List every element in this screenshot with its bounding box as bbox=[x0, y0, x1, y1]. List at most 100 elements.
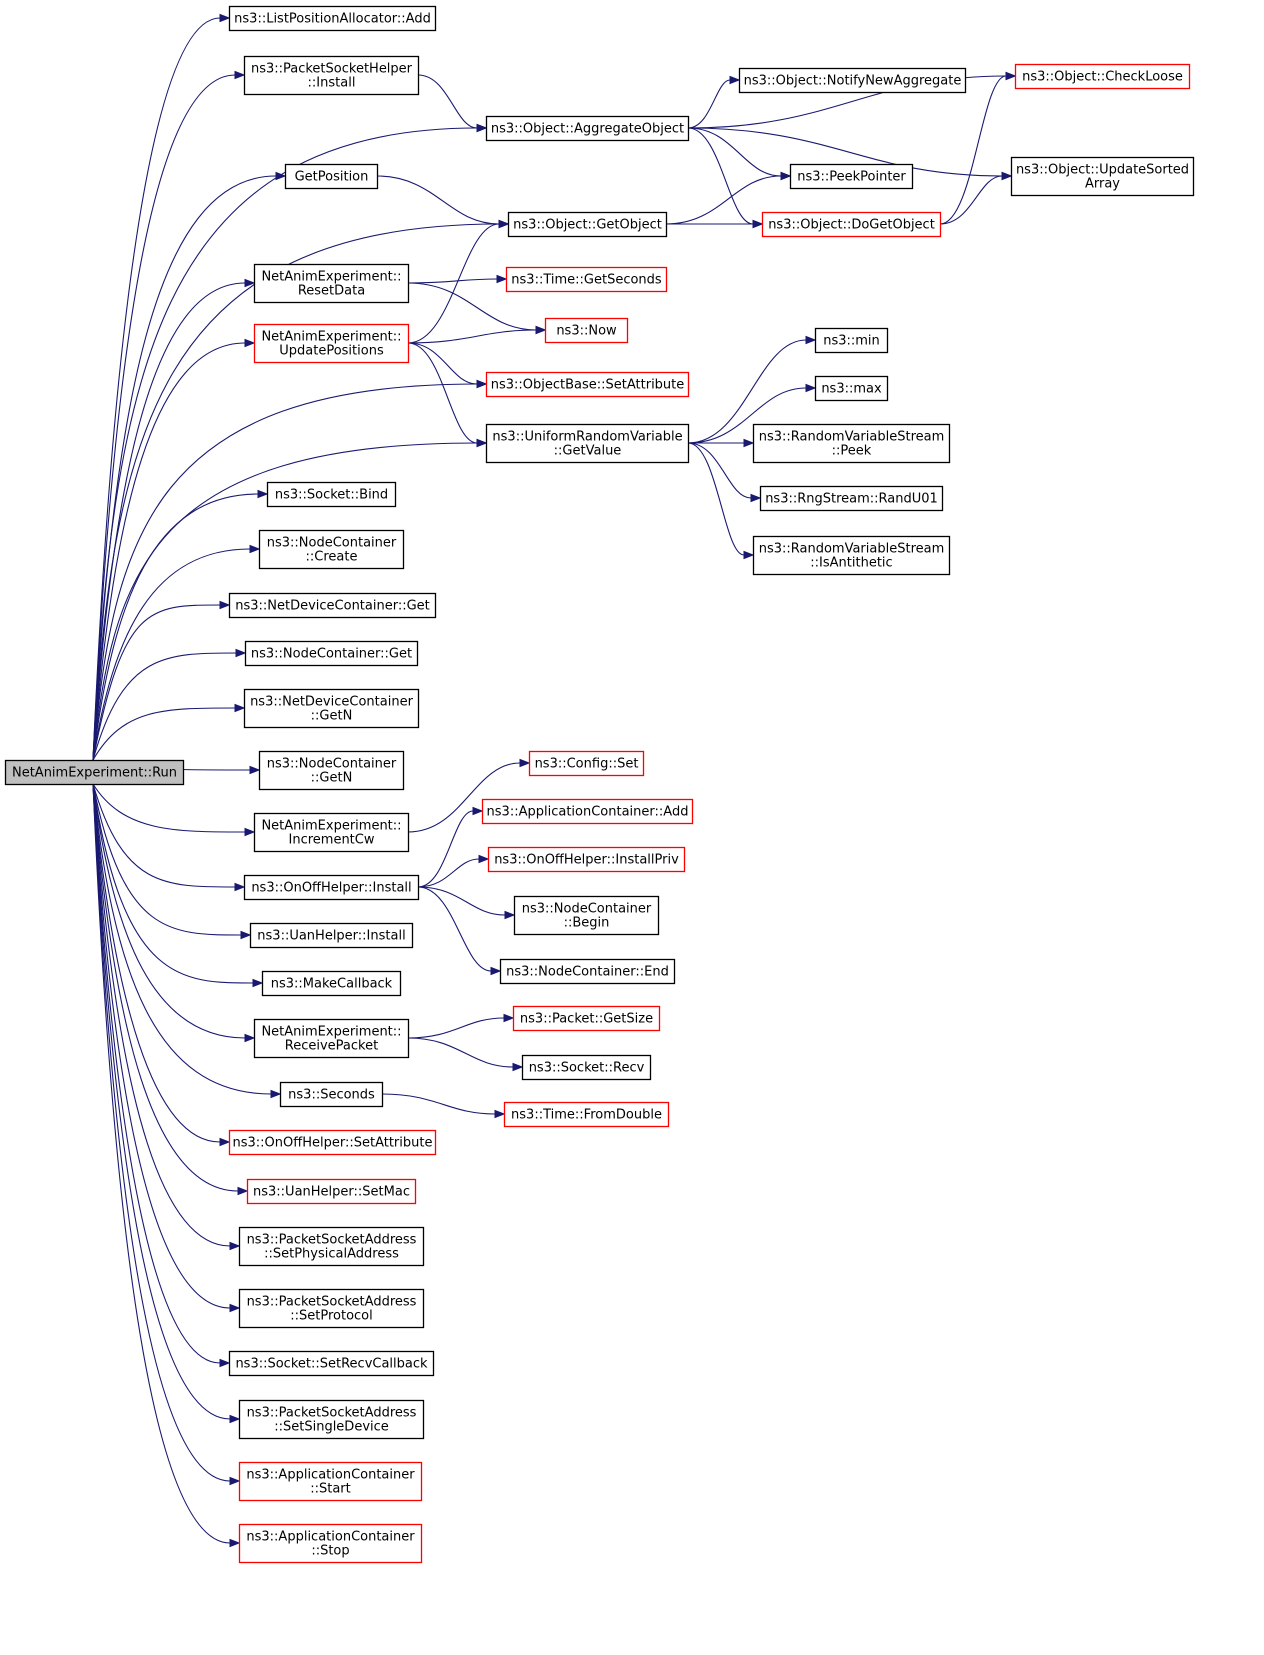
node-nc-getn[interactable]: ns3::NodeContainer::GetN bbox=[258, 750, 405, 791]
node-box bbox=[4, 759, 185, 786]
node-checkloose[interactable]: ns3::Object::CheckLoose bbox=[1014, 63, 1191, 90]
node-box bbox=[505, 266, 668, 293]
call-edge-onoff_install-to-nc_end bbox=[417, 886, 502, 976]
arrowhead bbox=[512, 1062, 524, 1072]
node-peekpointer[interactable]: ns3::PeekPointer bbox=[789, 163, 914, 190]
arrowhead bbox=[249, 765, 261, 775]
node-ndc-get[interactable]: ns3::NetDeviceContainer::Get bbox=[228, 592, 437, 619]
node-sock-recv[interactable]: ns3::Socket::Recv bbox=[521, 1054, 652, 1081]
node-run[interactable]: NetAnimExperiment::Run bbox=[4, 759, 185, 786]
node-installpriv[interactable]: ns3::OnOffHelper::InstallPriv bbox=[487, 846, 686, 873]
node-uan-setmac[interactable]: ns3::UanHelper::SetMac bbox=[246, 1178, 417, 1205]
node-psa-setproto[interactable]: ns3::PacketSocketAddress::SetProtocol bbox=[238, 1288, 425, 1329]
node-setattr[interactable]: ns3::ObjectBase::SetAttribute bbox=[485, 371, 690, 398]
node-time-getseconds[interactable]: ns3::Time::GetSeconds bbox=[505, 266, 668, 293]
node-resetdata[interactable]: NetAnimExperiment::ResetData bbox=[253, 263, 410, 304]
node-rvs-isanti[interactable]: ns3::RandomVariableStream::IsAntithetic bbox=[752, 535, 951, 576]
call-edge-run-to-nc_get bbox=[92, 648, 247, 761]
node-box bbox=[738, 67, 967, 94]
node-updatepos[interactable]: NetAnimExperiment::UpdatePositions bbox=[253, 323, 410, 364]
node-sock-bind[interactable]: ns3::Socket::Bind bbox=[266, 481, 397, 508]
node-label: ::GetValue bbox=[554, 444, 622, 459]
arrowhead bbox=[504, 910, 516, 920]
node-nc-begin[interactable]: ns3::NodeContainer::Begin bbox=[513, 895, 660, 936]
node-label: ns3::PacketSocketAddress bbox=[247, 1295, 417, 1310]
node-onoff-install[interactable]: ns3::OnOffHelper::Install bbox=[243, 874, 420, 901]
node-label: ns3::Object::GetObject bbox=[513, 218, 662, 233]
node-label: ns3::Time::GetSeconds bbox=[511, 273, 662, 288]
node-label: ns3::min bbox=[823, 334, 880, 349]
node-uan-install[interactable]: ns3::UanHelper::Install bbox=[249, 922, 414, 949]
node-seconds[interactable]: ns3::Seconds bbox=[279, 1081, 384, 1108]
arrowhead bbox=[472, 806, 484, 816]
node-label: UpdatePositions bbox=[279, 344, 384, 359]
node-psa-setphys[interactable]: ns3::PacketSocketAddress::SetPhysicalAdd… bbox=[238, 1226, 425, 1267]
node-box bbox=[521, 1054, 652, 1081]
node-getobject[interactable]: ns3::Object::GetObject bbox=[507, 211, 668, 238]
arrowhead bbox=[752, 219, 764, 229]
arrowhead bbox=[229, 1241, 241, 1251]
node-aggregate[interactable]: ns3::Object::AggregateObject bbox=[485, 115, 690, 142]
node-nc-create[interactable]: ns3::NodeContainer::Create bbox=[258, 529, 405, 570]
arrowhead bbox=[234, 882, 246, 892]
node-label: ns3::max bbox=[821, 382, 882, 397]
arrowhead bbox=[229, 1303, 241, 1313]
node-label: IncrementCw bbox=[289, 833, 375, 848]
arrowhead bbox=[476, 379, 488, 389]
node-ac-add[interactable]: ns3::ApplicationContainer::Add bbox=[481, 798, 694, 825]
node-label: ns3::PeekPointer bbox=[797, 170, 906, 185]
node-box bbox=[238, 1226, 425, 1267]
node-psh-install[interactable]: ns3::PacketSocketHelper::Install bbox=[243, 55, 420, 96]
node-label: ns3::PacketSocketHelper bbox=[251, 62, 413, 77]
node-config-set[interactable]: ns3::Config::Set bbox=[528, 750, 645, 777]
node-ac-start[interactable]: ns3::ApplicationContainer::Start bbox=[238, 1461, 423, 1502]
node-pkt-getsize[interactable]: ns3::Packet::GetSize bbox=[512, 1005, 661, 1032]
node-randu01[interactable]: ns3::RngStream::RandU01 bbox=[759, 485, 944, 512]
node-box bbox=[253, 263, 410, 304]
node-label: ns3::NetDeviceContainer bbox=[250, 695, 414, 710]
node-getposition[interactable]: GetPosition bbox=[284, 163, 379, 190]
node-ac-stop[interactable]: ns3::ApplicationContainer::Stop bbox=[238, 1523, 423, 1564]
node-label: ns3::Object::AggregateObject bbox=[491, 122, 684, 137]
call-edge-resetdata-to-time_getseconds bbox=[407, 274, 508, 284]
node-lpa-add[interactable]: ns3::ListPositionAllocator::Add bbox=[228, 5, 437, 32]
arrowhead bbox=[252, 978, 264, 988]
node-label: ns3::Now bbox=[556, 324, 617, 339]
node-min[interactable]: ns3::min bbox=[814, 327, 889, 354]
node-psa-setsingle[interactable]: ns3::PacketSocketAddress::SetSingleDevic… bbox=[238, 1399, 425, 1440]
node-box bbox=[499, 958, 676, 985]
node-nc-end[interactable]: ns3::NodeContainer::End bbox=[499, 958, 676, 985]
call-edge-run-to-ac_stop bbox=[92, 783, 241, 1548]
node-recvpacket[interactable]: NetAnimExperiment::ReceivePacket bbox=[253, 1018, 410, 1059]
node-label: NetAnimExperiment::Run bbox=[12, 766, 177, 781]
node-time-fromdouble[interactable]: ns3::Time::FromDouble bbox=[503, 1101, 670, 1128]
node-dogetobject[interactable]: ns3::Object::DoGetObject bbox=[761, 211, 942, 238]
arrowhead bbox=[234, 70, 246, 80]
node-max[interactable]: ns3::max bbox=[814, 375, 889, 402]
node-notifynewagg[interactable]: ns3::Object::NotifyNewAggregate bbox=[738, 67, 967, 94]
node-inccw[interactable]: NetAnimExperiment::IncrementCw bbox=[253, 812, 410, 853]
node-makecallback[interactable]: ns3::MakeCallback bbox=[261, 970, 402, 997]
call-edge-run-to-psa_setsingle bbox=[92, 783, 241, 1424]
arrowhead bbox=[805, 383, 817, 393]
node-onoff-setattr[interactable]: ns3::OnOffHelper::SetAttribute bbox=[228, 1129, 437, 1156]
node-label: ns3::Object::DoGetObject bbox=[768, 218, 935, 233]
node-now[interactable]: ns3::Now bbox=[544, 317, 629, 344]
node-rvs-peek[interactable]: ns3::RandomVariableStream::Peek bbox=[752, 423, 951, 464]
node-box bbox=[266, 481, 397, 508]
call-edge-urv_getvalue-to-rvs_isanti bbox=[687, 442, 755, 560]
node-urv-getvalue[interactable]: ns3::UniformRandomVariable::GetValue bbox=[485, 423, 690, 464]
node-label: ::SetSingleDevice bbox=[274, 1420, 389, 1435]
call-edge-run-to-nc_create bbox=[92, 544, 261, 761]
node-nc-get[interactable]: ns3::NodeContainer::Get bbox=[244, 640, 419, 667]
node-ndc-getn[interactable]: ns3::NetDeviceContainer::GetN bbox=[243, 688, 420, 729]
node-box bbox=[258, 529, 405, 570]
call-edge-run-to-onoff_setattr bbox=[92, 783, 231, 1147]
node-label: ns3::RandomVariableStream bbox=[759, 430, 945, 445]
node-label: ns3::PacketSocketAddress bbox=[247, 1233, 417, 1248]
node-label: ns3::MakeCallback bbox=[271, 977, 393, 992]
node-box bbox=[238, 1461, 423, 1502]
node-sock-setrecvcb[interactable]: ns3::Socket::SetRecvCallback bbox=[228, 1350, 435, 1377]
node-box bbox=[1014, 63, 1191, 90]
